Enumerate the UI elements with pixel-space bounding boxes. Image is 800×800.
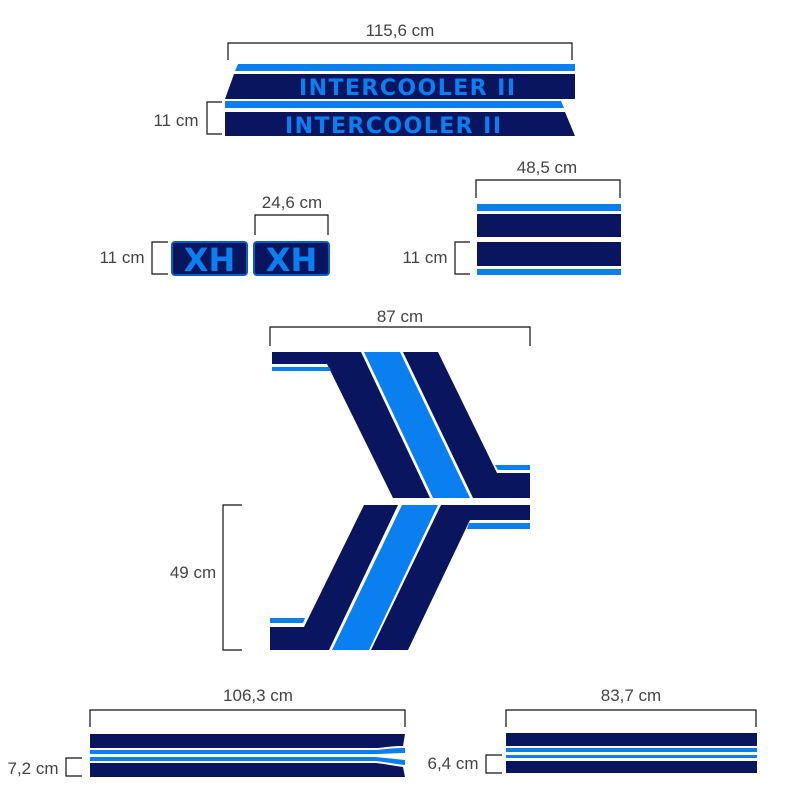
xh-badge xyxy=(253,241,330,276)
chevron-stripe xyxy=(467,523,530,529)
xh-badge xyxy=(171,241,248,276)
decal-band xyxy=(477,242,621,266)
xh-text: XH xyxy=(266,241,317,279)
height-bracket xyxy=(485,754,502,774)
decal-band xyxy=(225,74,575,99)
width-label: 48,5 cm xyxy=(517,158,577,177)
height-label: 6,4 cm xyxy=(427,754,478,773)
chevron-band xyxy=(332,505,438,650)
decal-band xyxy=(477,214,621,237)
width-label: 87 cm xyxy=(377,307,423,326)
height-label: 11 cm xyxy=(402,248,447,267)
xh-text: XH xyxy=(184,241,235,279)
height-label: 11 cm xyxy=(153,111,198,130)
chevron-band xyxy=(403,352,530,498)
width-label: 106,3 cm xyxy=(223,686,293,705)
decal-stripe xyxy=(477,269,621,275)
stripes-decal-group: 48,5 cm 11 cm xyxy=(402,158,621,275)
height-label: 11 cm xyxy=(99,248,144,267)
long-strip-decal-group: 106,3 cm 7,2 cm xyxy=(7,686,406,778)
chevron-stripe xyxy=(495,465,530,470)
decal-stripe xyxy=(477,204,621,211)
chevron-decal-group: 87 cm 49 cm xyxy=(170,307,531,651)
chevron-band xyxy=(371,505,530,650)
decal-stripe xyxy=(90,757,405,765)
width-dimension-line xyxy=(254,214,329,235)
decal-band xyxy=(225,112,575,136)
decal-stripe xyxy=(235,64,575,71)
height-bracket xyxy=(151,241,168,275)
intercooler-decal-group: 115,6 cm 11 cm INTERCOOLER II INTERCOOLE… xyxy=(153,21,575,139)
chevron-stripe xyxy=(272,367,331,371)
chevron-band xyxy=(270,505,398,650)
chevron-stripe xyxy=(270,618,305,623)
height-label: 7,2 cm xyxy=(7,759,58,778)
decal-band xyxy=(506,733,757,746)
width-dimension-line xyxy=(475,179,621,198)
width-label: 24,6 cm xyxy=(262,193,322,212)
height-bracket xyxy=(206,101,222,135)
decal-band xyxy=(90,763,405,777)
chevron-band xyxy=(364,352,470,498)
decal-band xyxy=(90,734,405,748)
chevron-band xyxy=(272,352,430,498)
height-bracket xyxy=(454,241,470,275)
decal-stripe xyxy=(90,748,405,754)
decal-stripe xyxy=(506,748,757,752)
decal-text: INTERCOOLER II xyxy=(299,76,515,101)
width-label: 83,7 cm xyxy=(601,686,661,705)
decal-band xyxy=(506,761,757,773)
height-bracket xyxy=(222,504,242,651)
height-label: 49 cm xyxy=(170,563,216,582)
decal-text: INTERCOOLER II xyxy=(285,114,501,139)
width-label: 115,6 cm xyxy=(366,21,435,40)
height-bracket xyxy=(65,757,82,777)
width-dimension-line xyxy=(227,42,573,60)
xh-decal-group: 24,6 cm 11 cm XH XH xyxy=(99,193,330,279)
short-strip-decal-group: 83,7 cm 6,4 cm xyxy=(427,686,757,774)
width-dimension-line xyxy=(89,709,406,727)
width-dimension-line xyxy=(505,709,757,727)
decal-stripe xyxy=(225,101,564,108)
decal-stripe xyxy=(506,755,757,758)
width-dimension-line xyxy=(269,326,531,346)
